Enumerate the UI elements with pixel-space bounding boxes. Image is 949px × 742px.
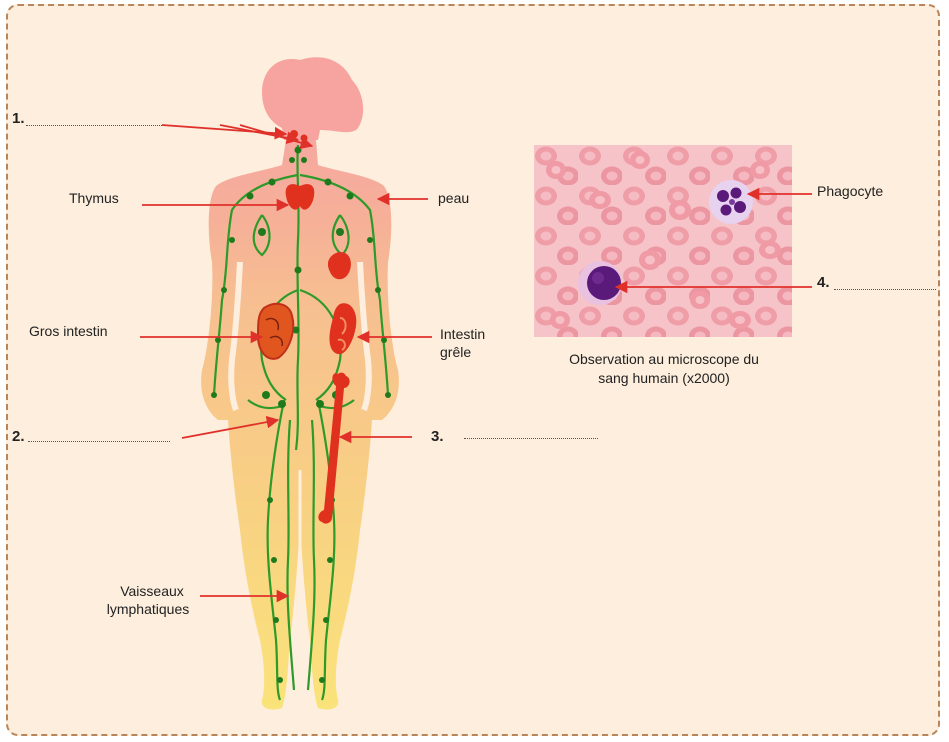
label-intestin-grele-line1: Intestin xyxy=(440,326,485,343)
caption-line2: sang humain (x2000) xyxy=(530,370,798,387)
label-vaisseaux-line1: Vaisseaux xyxy=(102,583,202,600)
microscope-image xyxy=(534,145,792,337)
label-1-blank[interactable] xyxy=(26,125,162,126)
label-4-blank[interactable] xyxy=(834,289,936,290)
label-gros-intestin: Gros intestin xyxy=(29,323,108,340)
human-body xyxy=(201,57,399,709)
label-1-number: 1. xyxy=(12,110,25,127)
label-vaisseaux-line2: lymphatiques xyxy=(88,601,208,618)
label-4-number: 4. xyxy=(817,274,830,291)
neck-nodes xyxy=(290,130,298,138)
label-3-number: 3. xyxy=(431,428,444,445)
label-intestin-grele-line2: grêle xyxy=(440,344,471,361)
label-phagocyte: Phagocyte xyxy=(817,183,883,200)
caption-line1: Observation au microscope du xyxy=(530,351,798,368)
label-3-blank[interactable] xyxy=(464,438,598,439)
lymphocyte-cell xyxy=(578,261,622,305)
label-thymus: Thymus xyxy=(69,190,119,207)
phagocyte-cell xyxy=(709,180,753,224)
head xyxy=(262,57,363,140)
label-2-blank[interactable] xyxy=(28,441,170,442)
label-peau: peau xyxy=(438,190,469,207)
label-2-number: 2. xyxy=(12,428,25,445)
thymus-organ xyxy=(286,184,315,210)
